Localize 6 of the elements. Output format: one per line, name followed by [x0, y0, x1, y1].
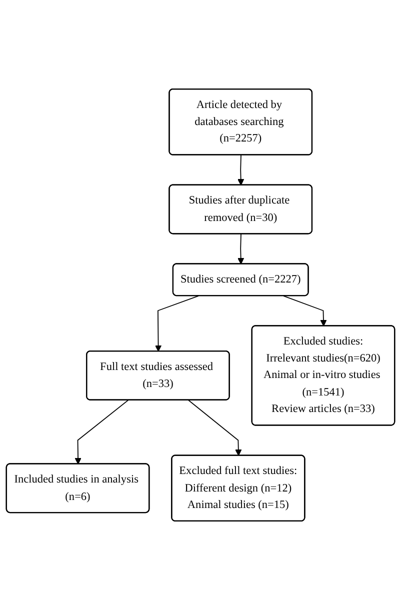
arrow — [154, 295, 199, 352]
arrow — [283, 295, 327, 326]
arrow — [188, 399, 242, 456]
arrow — [238, 154, 244, 185]
arrow — [238, 233, 244, 264]
arrow — [74, 399, 129, 464]
